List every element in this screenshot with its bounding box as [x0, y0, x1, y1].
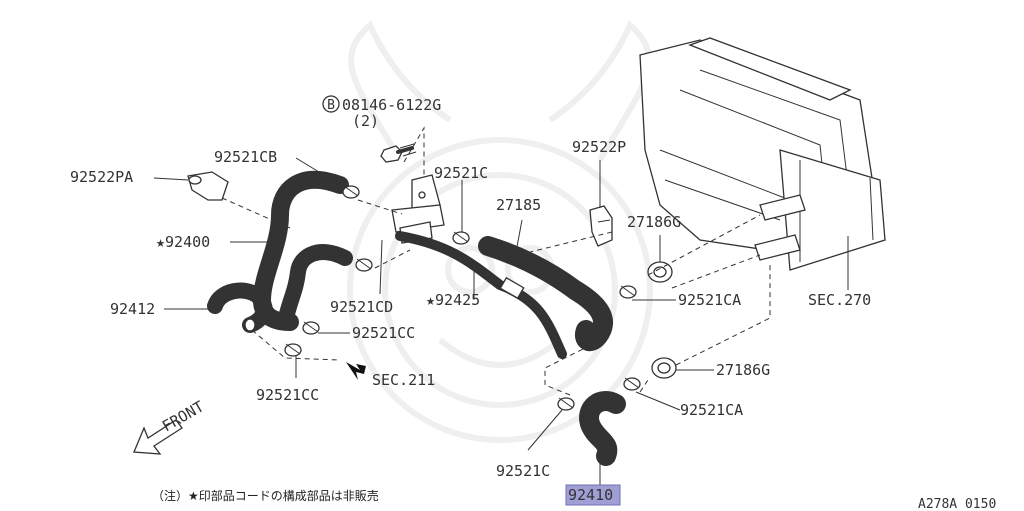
- label-92410: 92410: [568, 486, 613, 504]
- part-labels: 08146-6122G (2) 92521CB 92522PA 92521C 2…: [70, 96, 871, 480]
- bolt-callout-circle: B: [322, 95, 340, 113]
- label-92521CA-bottom: 92521CA: [680, 401, 743, 419]
- label-92425: ★92425: [426, 291, 480, 309]
- grommet-27186G-top: [647, 261, 673, 283]
- label-sec211: SEC.211: [372, 371, 435, 389]
- label-front: FRONT: [159, 397, 207, 435]
- label-bolt-number: 08146-6122G: [342, 96, 441, 114]
- label-92521CC-bottom: 92521CC: [256, 386, 319, 404]
- label-bolt-qty: (2): [352, 112, 379, 130]
- grommet-27186G-bottom: [651, 357, 677, 379]
- label-92400: ★92400: [156, 233, 210, 251]
- bolt-08146-6122G: [380, 143, 417, 163]
- leader-lines: [153, 157, 849, 486]
- clamp-92521CA-top: [619, 285, 637, 299]
- label-sec270: SEC.270: [808, 291, 871, 309]
- clamp-92521CC-bottom: [284, 343, 302, 357]
- pipe-92425: [395, 231, 567, 359]
- assembly-dashed-lines: [221, 126, 771, 396]
- watermark-emblem: [347, 20, 653, 443]
- label-92521C-top: 92521C: [434, 164, 488, 182]
- label-92521CA-top: 92521CA: [678, 291, 741, 309]
- label-92412: 92412: [110, 300, 155, 318]
- bolt-circle-letter: B: [327, 98, 335, 113]
- label-92522P: 92522P: [572, 138, 626, 156]
- label-27186G-bottom: 27186G: [716, 361, 770, 379]
- sec211-arrow-icon: [346, 362, 366, 380]
- clamp-92521C-bottom: [557, 397, 575, 411]
- heater-unit: [639, 37, 886, 271]
- hose-clamps: [284, 185, 641, 411]
- front-arrow-icon: [133, 419, 183, 455]
- hose-27185: [478, 236, 613, 351]
- hose-92410: [579, 391, 626, 466]
- clamp-92521CD: [355, 258, 373, 272]
- label-92521CC-right: 92521CC: [352, 324, 415, 342]
- footnote-text: （注）★印部品コードの構成部品は非販売: [152, 488, 379, 503]
- label-92521CD: 92521CD: [330, 298, 393, 316]
- label-92521CB: 92521CB: [214, 148, 277, 166]
- hose-92412: [207, 282, 273, 333]
- label-92521C-bottom: 92521C: [496, 462, 550, 480]
- clip-92522P: [589, 205, 613, 247]
- label-92522PA: 92522PA: [70, 168, 133, 186]
- clip-92522PA: [187, 171, 229, 201]
- clamp-92521CB: [342, 185, 360, 199]
- clamp-92521CC-right: [302, 321, 320, 335]
- diagram-code: A278A 0150: [918, 497, 996, 511]
- highlighted-part-92410[interactable]: 92410: [565, 484, 621, 506]
- clamp-92521C-top: [452, 231, 470, 245]
- label-27185: 27185: [496, 196, 541, 214]
- label-27186G-top: 27186G: [627, 213, 681, 231]
- clamp-92521CA-bottom: [623, 377, 641, 391]
